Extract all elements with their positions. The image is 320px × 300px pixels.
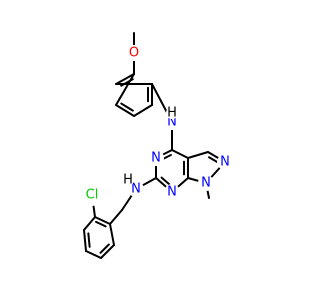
atom-label-n: N [167,185,177,200]
atom-label-n: N [201,176,211,191]
bond-line-inner [95,220,107,228]
atom-label-background [148,150,164,166]
bond-line [171,149,189,159]
bond-line [85,250,102,259]
bond-line [83,229,87,252]
atom-label-h: H [167,106,177,121]
bond-line [133,104,153,117]
bond-line [115,73,135,106]
atom-label-n: N [167,115,177,130]
atom-label-n: N [131,182,141,197]
bond-line [109,223,115,246]
bond-line-inner [99,243,110,254]
atom-label-background [126,45,142,61]
atom-label-background [164,114,180,130]
atom-label-background [122,174,134,186]
atom-label-background [128,181,144,197]
atom-label-background [217,154,233,170]
bond-line [94,216,111,225]
atom-label-n: N [220,155,230,170]
bond-line-inner [120,102,134,112]
bond-line [100,244,115,259]
atom-label-n: N [151,151,161,166]
bond-line [115,104,135,117]
bond-line-inner [87,232,91,248]
atom-label-background [81,184,103,206]
atom-label-background [198,175,214,191]
bond-layer [83,32,226,259]
atom-label-background [166,107,178,119]
atom-label-h: H [123,173,133,188]
atom-label-o: O [129,46,139,61]
atom-label-cl: Cl [86,188,99,203]
bond-line [115,73,135,85]
bond-line [187,151,209,159]
atom-label-background [164,184,180,200]
bond-line [83,216,96,231]
bond-line [109,209,123,225]
